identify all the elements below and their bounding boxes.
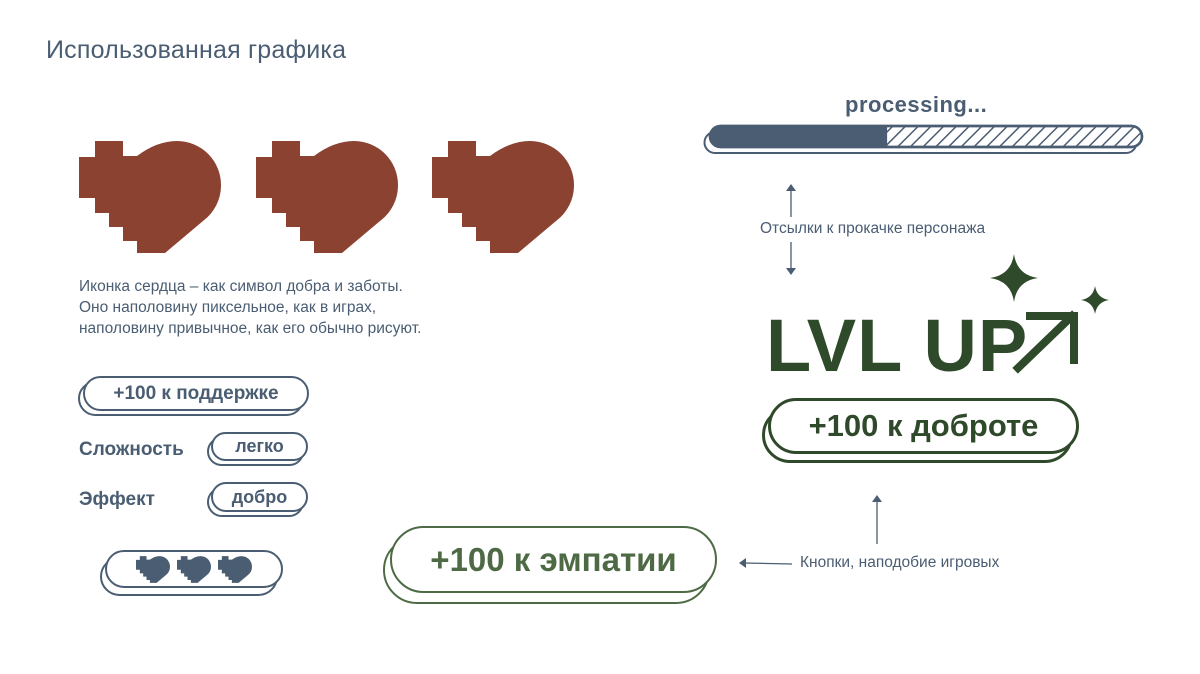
kindness-button-label: +100 к доброте <box>768 398 1079 454</box>
lvl-up-title: LVL UP <box>766 304 1029 387</box>
kindness-button[interactable]: +100 к доброте <box>762 398 1080 464</box>
sparkle-icon <box>990 254 1038 302</box>
sparkle-icon <box>1081 286 1109 314</box>
page-title: Использованная графика <box>46 36 347 64</box>
progress-bar <box>703 124 1144 154</box>
heart-icon <box>136 556 170 583</box>
heart-icon <box>218 556 252 583</box>
effect-button[interactable]: добро <box>207 482 308 518</box>
progress-fill <box>710 126 888 147</box>
leveling-note: Отсылки к прокачке персонажа <box>760 220 986 237</box>
processing-label: processing... <box>845 92 988 117</box>
difficulty-button[interactable]: легко <box>207 432 308 467</box>
heart-caption: Иконка сердца – как символ добра и забот… <box>79 276 421 339</box>
heart-icon <box>177 556 211 583</box>
effect-value: добро <box>211 482 308 512</box>
support-button-label: +100 к поддержке <box>83 376 309 411</box>
support-button[interactable]: +100 к поддержке <box>78 376 310 417</box>
difficulty-label: Сложность <box>79 439 184 460</box>
heart-icon <box>256 141 398 253</box>
effect-label: Эффект <box>79 489 155 510</box>
arrow-up-right-icon <box>1012 310 1078 374</box>
heart-icon <box>432 141 574 253</box>
hearts-row <box>105 550 283 588</box>
double-arrow-icon <box>786 184 796 275</box>
arrow-left-icon <box>739 558 793 568</box>
caption-line: наполовину привычное, как его обычно рис… <box>79 320 422 337</box>
hearts-button[interactable] <box>100 550 284 596</box>
game-buttons-note: Кнопки, наподобие игровых <box>800 554 1000 571</box>
caption-line: Оно наполовину пиксельное, как в играх, <box>79 299 377 316</box>
empathy-button-label: +100 к эмпатии <box>390 526 717 593</box>
arrow-up-icon <box>872 495 882 544</box>
caption-line: Иконка сердца – как символ добра и забот… <box>79 278 403 295</box>
difficulty-value: легко <box>211 432 308 461</box>
empathy-button[interactable]: +100 к эмпатии <box>383 526 718 605</box>
heart-icon <box>79 141 221 253</box>
